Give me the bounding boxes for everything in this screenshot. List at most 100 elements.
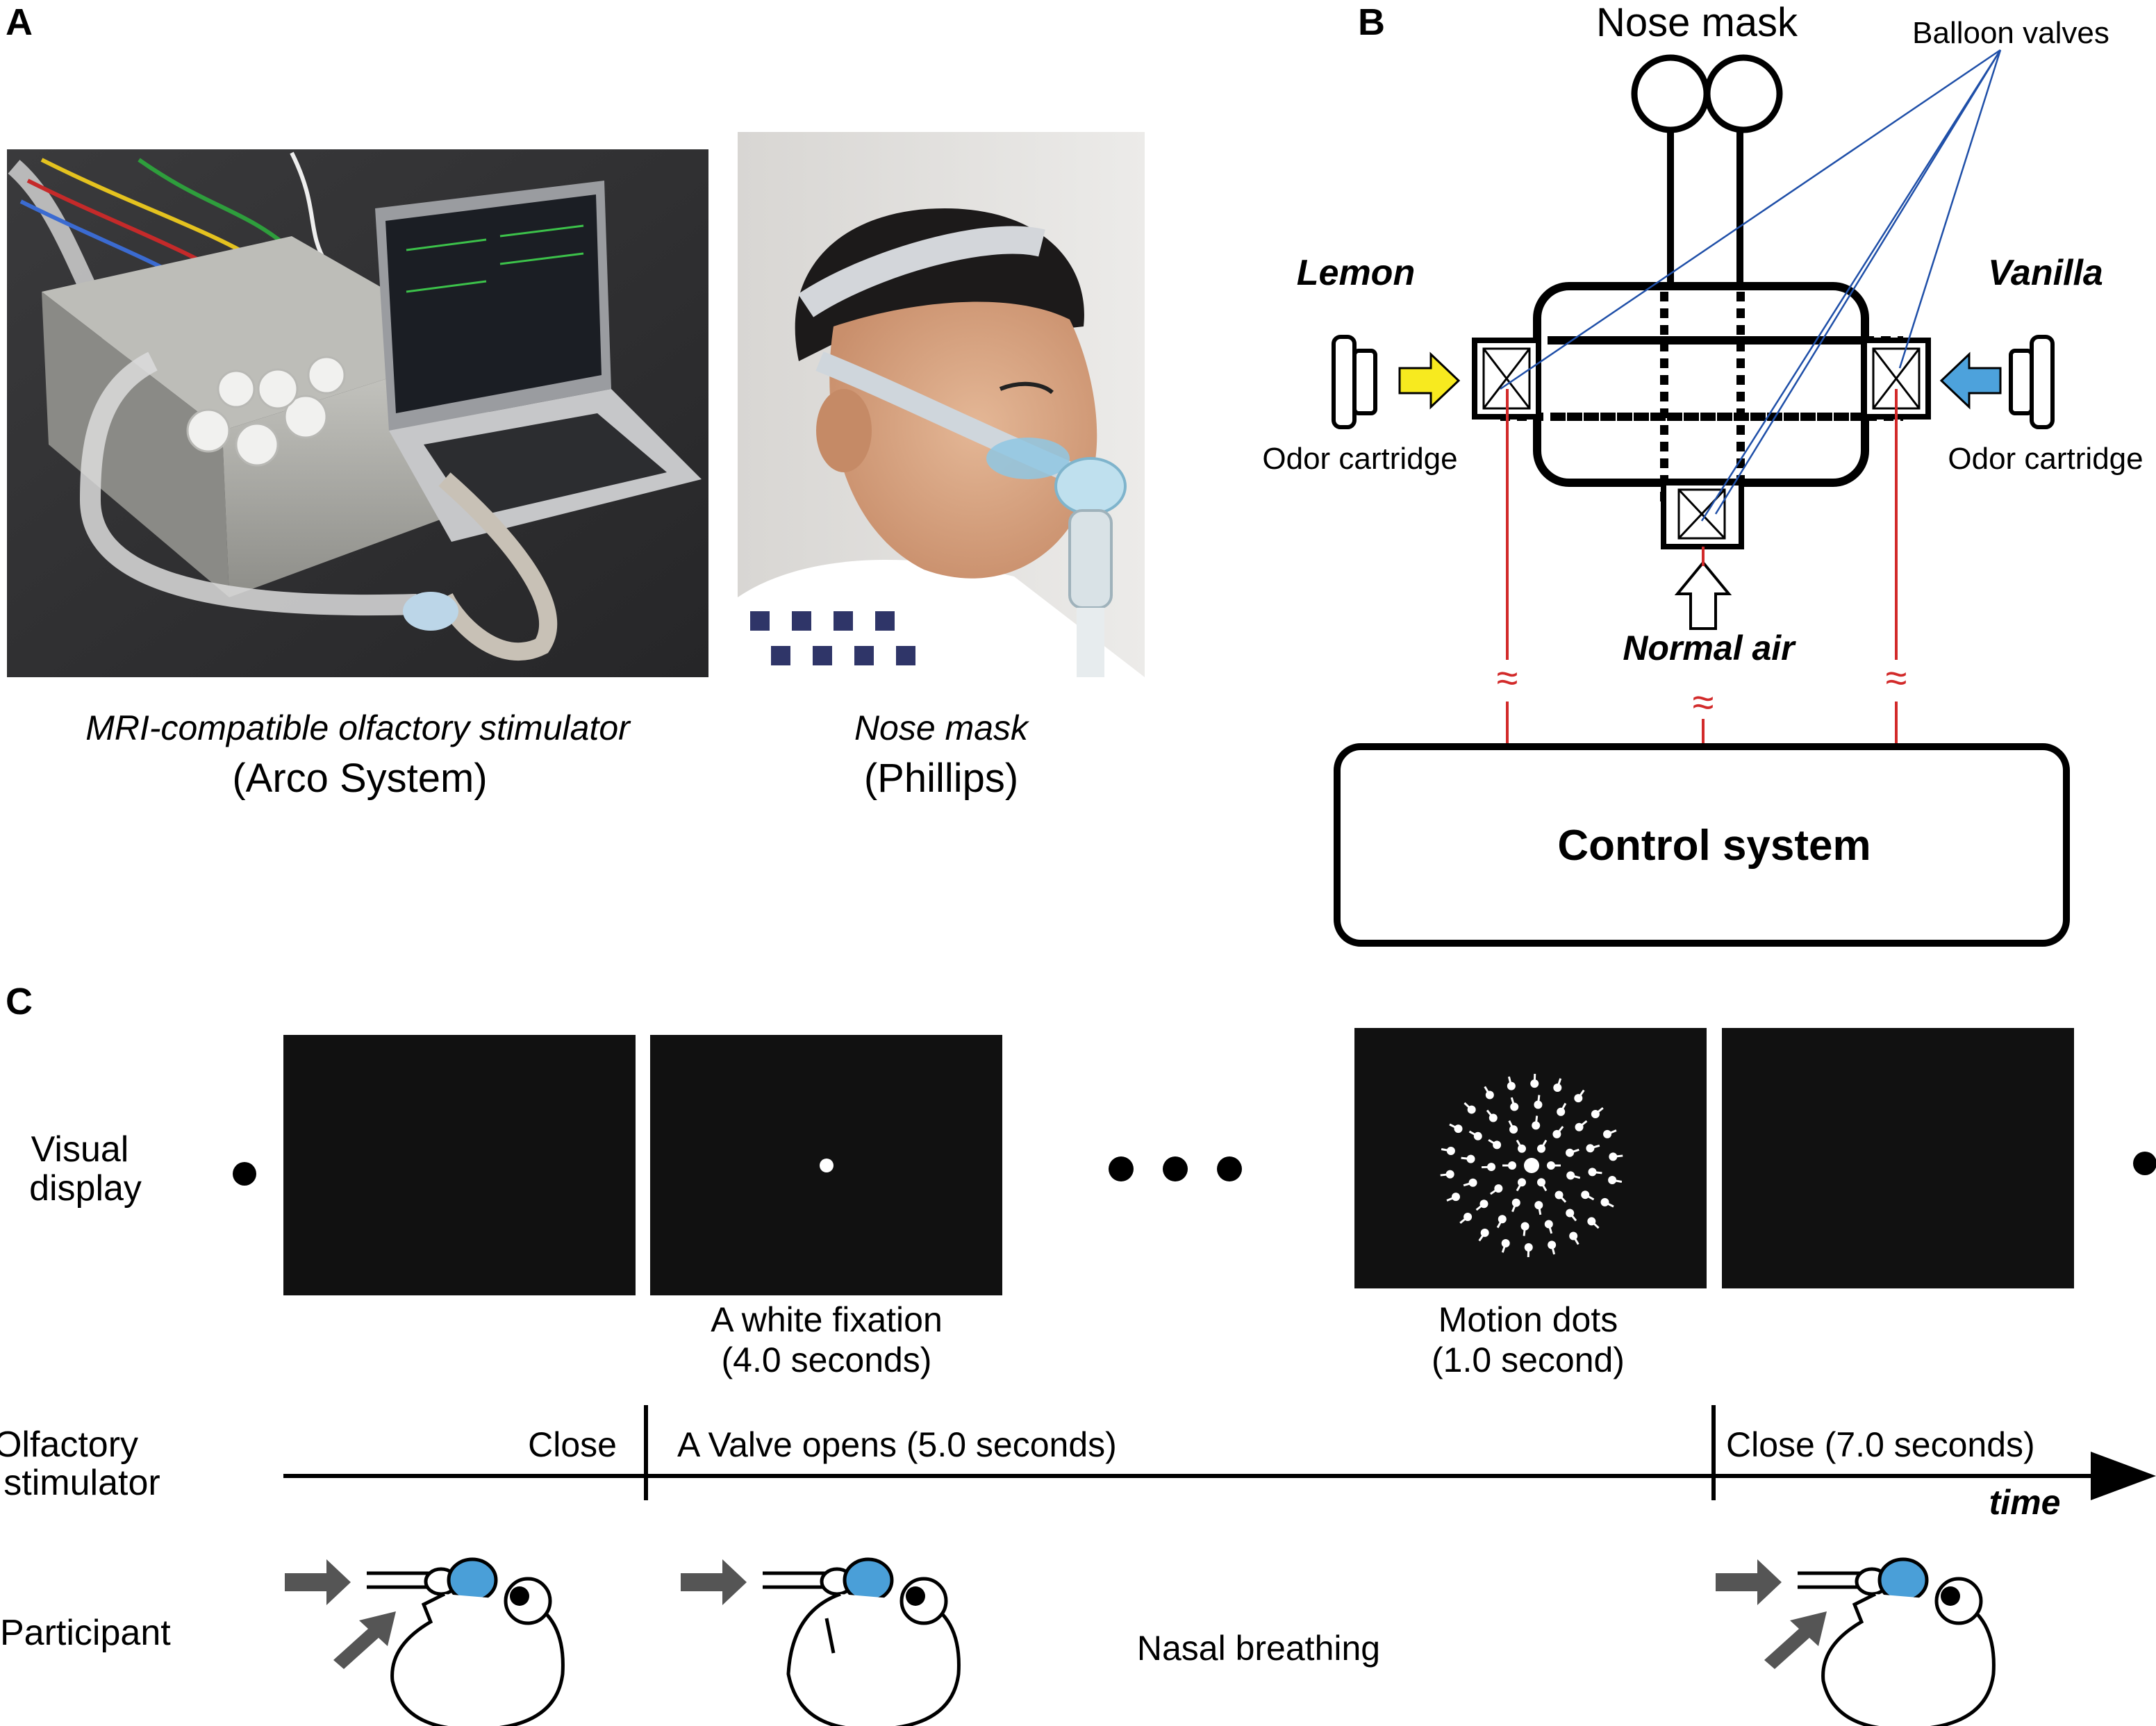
- lemon-label: Lemon: [1297, 253, 1415, 293]
- motion-dot: [1454, 1125, 1463, 1134]
- motion-dot: [1587, 1217, 1596, 1226]
- motion-dot: [1554, 1190, 1564, 1200]
- nose-mask-caption-italic: Nose mask: [854, 708, 1030, 747]
- motion-dot: [1547, 1161, 1555, 1170]
- motion-dot: [1508, 1161, 1516, 1170]
- panel-c-letter: C: [6, 981, 33, 1022]
- nose-mask-photo: [738, 132, 1145, 677]
- fixation-dot-icon: [820, 1159, 834, 1172]
- motion-dot: [1534, 1100, 1543, 1109]
- motion-dots-icon: [1440, 1074, 1623, 1257]
- gray-arrow-icon: [681, 1559, 747, 1605]
- balloon-valves-label: Balloon valves: [1912, 16, 2109, 50]
- motion-dot: [1445, 1170, 1454, 1179]
- motion-dot: [1480, 1228, 1489, 1237]
- motion-dot: [1479, 1200, 1489, 1209]
- motion-dot: [1566, 1209, 1575, 1218]
- panel-c: C Visual display Olfactory stimulator Pa…: [0, 981, 2156, 1726]
- motion-dot: [1575, 1122, 1584, 1131]
- motion-dot: [1509, 1125, 1518, 1134]
- ellipsis-dots: [1109, 1156, 1242, 1181]
- nasal-breathing-label: Nasal breathing: [1137, 1629, 1380, 1668]
- motion-dot: [1518, 1178, 1526, 1187]
- nose-mask-icon: [1631, 54, 1783, 133]
- motion-caption-line1: Motion dots: [1438, 1300, 1618, 1339]
- olfactory-stimulator-label-line1: Olfactory: [0, 1425, 138, 1465]
- motion-dot: [1581, 1190, 1590, 1200]
- motion-dot: [1451, 1193, 1460, 1202]
- wave-break-right: ≈: [1886, 656, 1907, 699]
- motion-dot: [1518, 1144, 1526, 1153]
- wave-break-center: ≈: [1693, 680, 1714, 724]
- control-system-label: Control system: [1557, 822, 1871, 870]
- timeline-arrowhead-icon: [2091, 1452, 2156, 1500]
- motion-dot: [1532, 1121, 1541, 1130]
- motion-dot: [1510, 1102, 1519, 1111]
- lemon-arrow-icon: [1398, 351, 1461, 410]
- panel-b: B Nose mask: [1262, 0, 2143, 947]
- motion-dot: [1603, 1129, 1612, 1138]
- mixing-chamber: [1533, 282, 1869, 487]
- time-label: time: [1989, 1483, 2061, 1522]
- nose-mask-label: Nose mask: [1596, 0, 1798, 45]
- motion-dot: [1501, 1238, 1510, 1247]
- wave-break-left: ≈: [1497, 656, 1518, 699]
- fixation-caption-line2: (4.0 seconds): [722, 1341, 932, 1379]
- motion-dot: [1507, 1081, 1516, 1090]
- participant-figure-2: [681, 1557, 961, 1726]
- valve-opens-label: A Valve opens (5.0 seconds): [677, 1425, 1117, 1464]
- motion-dot: [1569, 1231, 1578, 1240]
- stimulator-caption: (Arco System): [232, 756, 487, 801]
- right-odor-cartridge-icon: [2009, 335, 2055, 429]
- motion-dot: [1534, 1201, 1543, 1210]
- vanilla-arrow-icon: [1939, 351, 2002, 410]
- olfactory-stimulator-photo: [7, 149, 708, 677]
- gray-arrow-icon: [285, 1559, 351, 1605]
- motion-dot: [1530, 1079, 1539, 1088]
- participant-figure-3: [1716, 1557, 1996, 1726]
- gray-arrow-icon: [333, 1611, 396, 1669]
- ellipsis-dot-right: [2133, 1152, 2156, 1175]
- visual-display-label-line1: Visual: [31, 1129, 129, 1170]
- odor-cartridge-right-label: Odor cartridge: [1948, 442, 2143, 476]
- motion-center-dot: [1524, 1158, 1539, 1173]
- motion-dot: [1446, 1147, 1455, 1156]
- motion-dot: [1473, 1131, 1482, 1140]
- vanilla-label: Vanilla: [1988, 253, 2103, 293]
- motion-dot: [1586, 1144, 1595, 1153]
- olfactory-stimulator-label-line2: stimulator: [3, 1463, 160, 1503]
- motion-dot: [1466, 1154, 1475, 1163]
- nose-mask-caption: (Phillips): [864, 756, 1018, 801]
- motion-dot: [1557, 1107, 1566, 1116]
- motion-dot: [1520, 1222, 1529, 1231]
- motion-dot: [1548, 1240, 1557, 1250]
- motion-dot: [1537, 1178, 1545, 1187]
- motion-dot: [1566, 1171, 1575, 1180]
- screen-blank-2: [1722, 1028, 2074, 1288]
- motion-dot: [1487, 1163, 1496, 1172]
- motion-dot: [1588, 1168, 1597, 1177]
- normal-air-arrow-icon: [1674, 560, 1732, 630]
- panel-a: A: [6, 1, 1145, 801]
- odor-cartridge-left-label: Odor cartridge: [1262, 442, 1457, 476]
- left-odor-cartridge-icon: [1332, 335, 1377, 429]
- motion-dot: [1608, 1175, 1617, 1184]
- motion-dot: [1468, 1178, 1477, 1187]
- close-label: Close: [528, 1425, 617, 1464]
- motion-caption-line2: (1.0 second): [1432, 1341, 1625, 1379]
- motion-dot: [1537, 1144, 1545, 1153]
- panel-a-letter: A: [6, 1, 33, 43]
- stimulator-caption-italic: MRI-compatible olfactory stimulator: [85, 708, 631, 747]
- motion-dot: [1552, 1129, 1561, 1138]
- gray-arrow-icon: [1716, 1559, 1782, 1605]
- motion-dot: [1498, 1215, 1507, 1224]
- motion-dot: [1463, 1213, 1473, 1222]
- motion-dot: [1524, 1243, 1533, 1252]
- motion-dot: [1467, 1105, 1476, 1114]
- motion-dot: [1493, 1140, 1502, 1150]
- gray-arrow-icon: [1764, 1611, 1827, 1669]
- motion-dot: [1553, 1084, 1562, 1093]
- motion-dot: [1609, 1152, 1618, 1161]
- screen-blank-1: [283, 1035, 636, 1295]
